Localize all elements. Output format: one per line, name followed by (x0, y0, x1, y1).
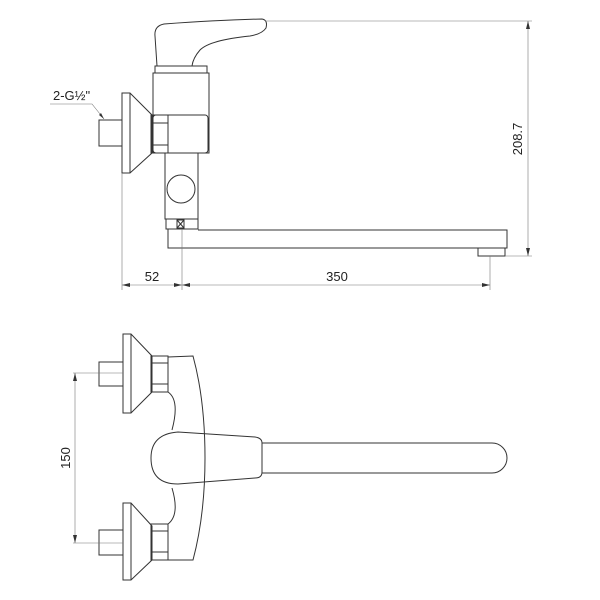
diverter-knob (166, 174, 196, 204)
top-view: 150 (58, 333, 508, 581)
upper-inlet (98, 333, 169, 414)
diverter-block (164, 152, 199, 220)
height-dimension: 208.7 (510, 123, 525, 156)
spout-top (262, 442, 508, 474)
wall-flange (121, 92, 153, 174)
handle-collar (154, 65, 208, 74)
spout-reach-dimension: 350 (326, 269, 348, 284)
inlet-pipe (98, 119, 123, 147)
mixer-body (152, 72, 210, 154)
lever-handle-top (150, 431, 263, 485)
lever-handle (154, 18, 267, 67)
mixer-body-top (167, 355, 206, 561)
side-view: 208.7 52 350 2-G½" (50, 18, 532, 290)
aerator (477, 247, 506, 257)
lower-inlet (98, 502, 169, 581)
wall-offset-dimension: 52 (145, 269, 159, 284)
hex-nut (150, 114, 169, 154)
spout (167, 229, 508, 249)
body-connector (152, 114, 209, 154)
inlet-spacing-dimension: 150 (58, 447, 73, 469)
swivel-screw (176, 219, 185, 229)
thread-label: 2-G½" (53, 88, 91, 103)
